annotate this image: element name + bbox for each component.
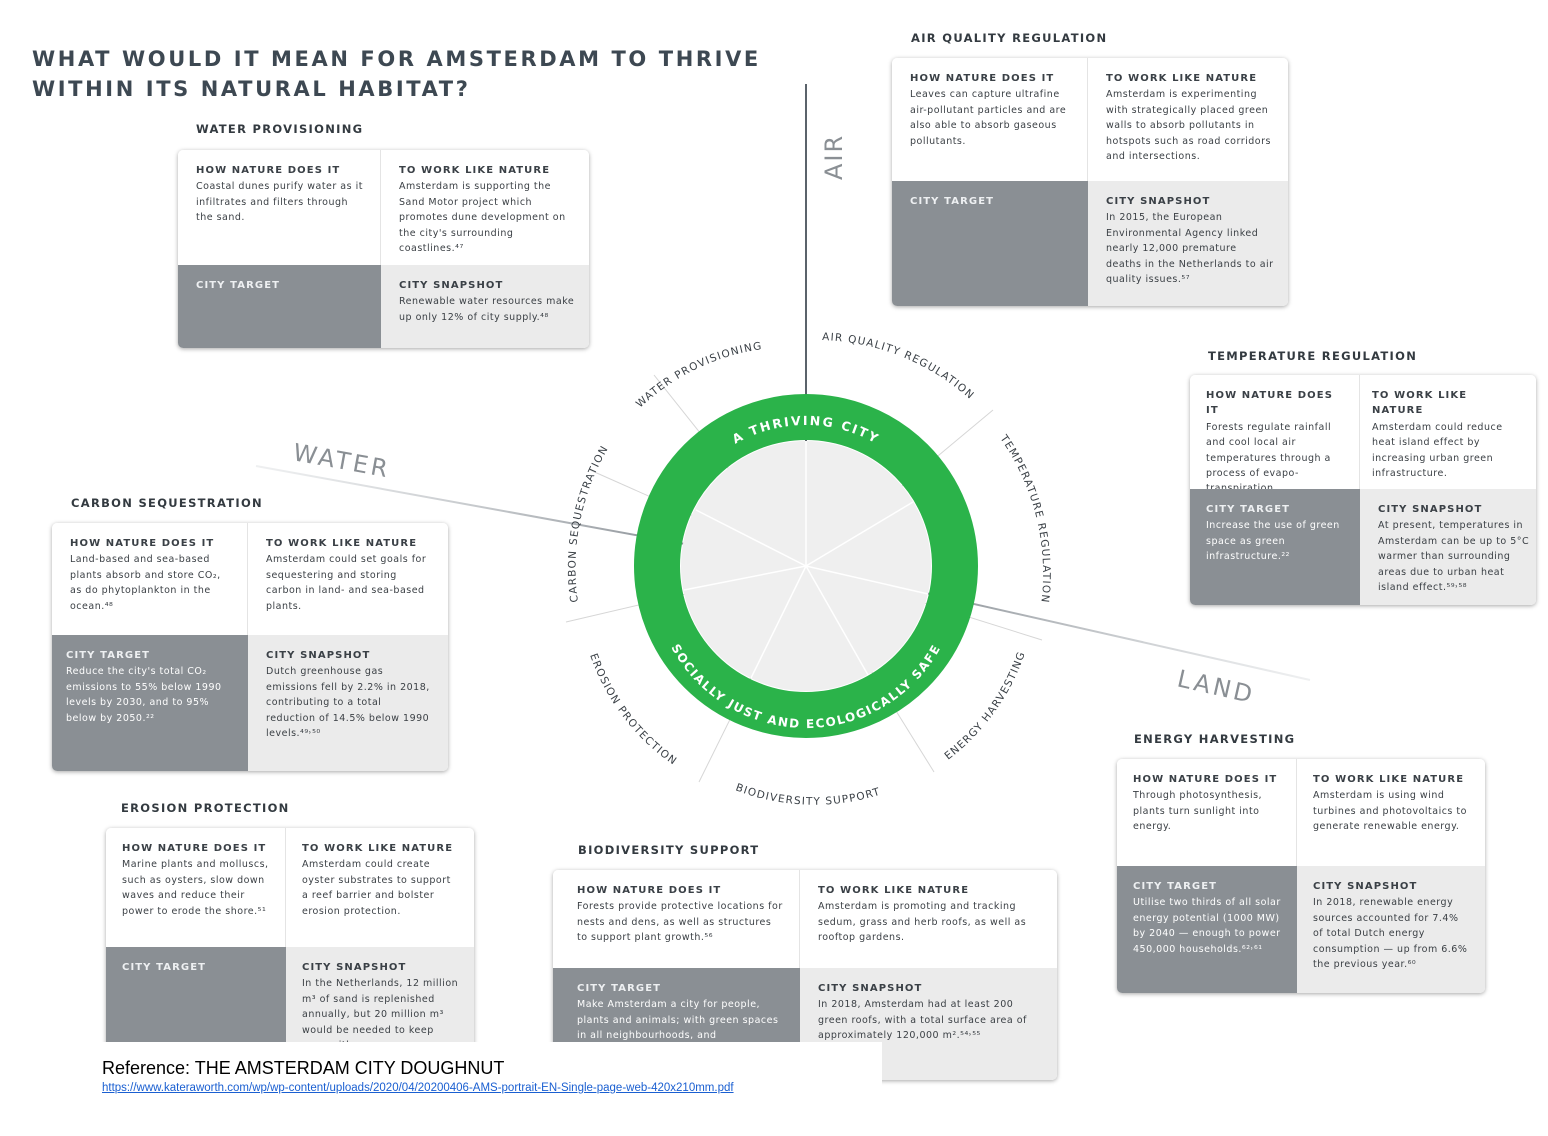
- segment-label-air: AIR QUALITY REGULATION: [822, 331, 977, 402]
- reference-overlay: [60, 1042, 882, 1136]
- doughnut-ring: [634, 394, 978, 738]
- segment-label-water: WATER PROVISIONING: [634, 340, 763, 410]
- biodiversity-title: BIODIVERSITY SUPPORT: [578, 843, 760, 857]
- air-quality-title: AIR QUALITY REGULATION: [911, 31, 1108, 45]
- erosion-title: EROSION PROTECTION: [121, 801, 290, 815]
- air-target-cell: CITY TARGET: [892, 181, 1088, 306]
- segment-label-energy: ENERGY HARVESTING: [942, 650, 1028, 763]
- temperature-title: TEMPERATURE REGULATION: [1208, 349, 1418, 363]
- reference-text: Reference: THE AMSTERDAM CITY DOUGHNUT: [102, 1058, 505, 1078]
- erosion-target-cell: CITY TARGET: [106, 947, 286, 1058]
- axis-label-land: LAND: [1175, 665, 1258, 710]
- segment-label-carbon: CARBON SEQUESTRATION: [566, 443, 611, 603]
- axis-label-water: WATER: [291, 438, 393, 483]
- axis-label-air: AIR: [820, 134, 848, 180]
- title-line-1: WHAT WOULD IT MEAN FOR AMSTERDAM TO THRI…: [32, 47, 761, 71]
- energy-title: ENERGY HARVESTING: [1134, 732, 1296, 746]
- segment-label-biodiversity: BIODIVERSITY SUPPORT: [734, 782, 882, 808]
- page-title: WHAT WOULD IT MEAN FOR AMSTERDAM TO THRI…: [32, 44, 761, 104]
- segment-label-temperature: TEMPERATURE REGULATION: [997, 432, 1052, 604]
- segment-label-erosion: EROSION PROTECTION: [587, 652, 679, 768]
- doughnut-inner-spokes: [683, 441, 929, 679]
- water-target-cell: CITY TARGET: [178, 265, 381, 348]
- reference-link[interactable]: https://www.kateraworth.com/wp/wp-conten…: [102, 1082, 734, 1094]
- carbon-title: CARBON SEQUESTRATION: [71, 496, 263, 510]
- water-provisioning-title: WATER PROVISIONING: [196, 122, 364, 136]
- title-line-2: WITHIN ITS NATURAL HABITAT?: [32, 77, 471, 101]
